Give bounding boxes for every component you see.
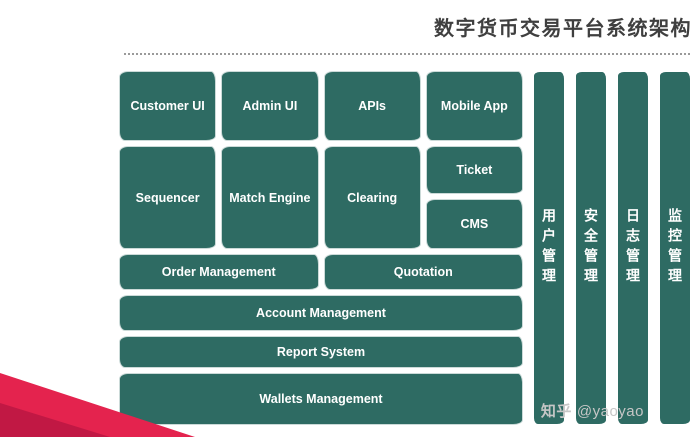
block-apis: APIs (324, 72, 420, 140)
block-match-engine: Match Engine (222, 147, 318, 248)
block-clearing: Clearing (324, 147, 420, 248)
architecture-diagram: Customer UI Admin UI APIs Mobile App Seq… (120, 72, 690, 424)
bar-user-management: 用户管理 (534, 72, 564, 424)
block-customer-ui: Customer UI (120, 72, 216, 140)
block-sequencer: Sequencer (120, 147, 216, 248)
page-title: 数字货币交易平台系统架构 (434, 18, 692, 40)
block-mobile-app: Mobile App (426, 72, 522, 140)
block-admin-ui: Admin UI (222, 72, 318, 140)
watermark-handle: @yaoyao (576, 403, 644, 420)
bar-monitoring-management: 监控管理 (660, 72, 690, 424)
block-ticket: Ticket (426, 147, 522, 193)
block-report-system: Report System (120, 337, 522, 367)
block-cms: CMS (426, 200, 522, 248)
block-order-management: Order Management (120, 255, 318, 289)
block-wallets-management: Wallets Management (120, 374, 522, 424)
side-bars: 用户管理 安全管理 日志管理 监控管理 (534, 72, 690, 424)
red-ribbon-decoration (0, 373, 195, 437)
bar-security-management: 安全管理 (576, 72, 606, 424)
dotted-divider (124, 53, 690, 55)
block-account-management: Account Management (120, 296, 522, 330)
main-grid: Customer UI Admin UI APIs Mobile App Seq… (120, 72, 522, 424)
bar-log-management: 日志管理 (618, 72, 648, 424)
watermark-zhihu-logo: 知乎 (540, 403, 572, 420)
watermark: 知乎@yaoyao (541, 400, 644, 421)
block-quotation: Quotation (324, 255, 522, 289)
